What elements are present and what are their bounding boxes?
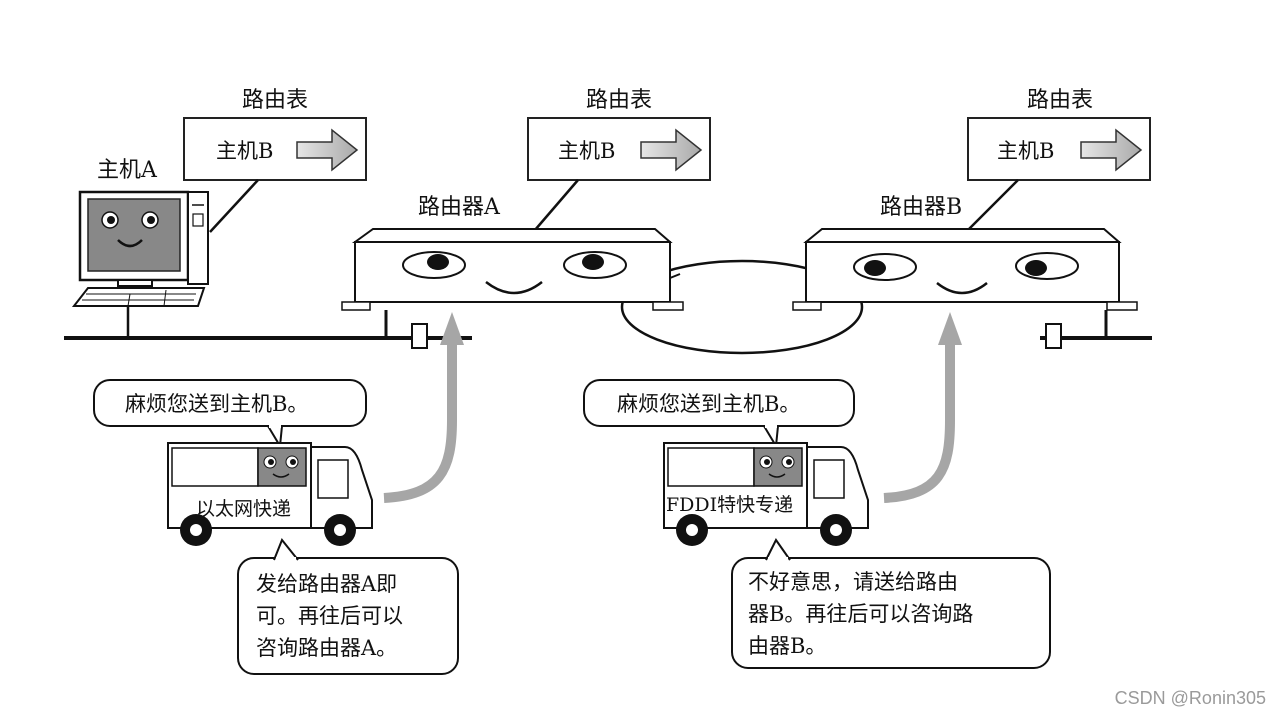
reply-b-line-1: 不好意思，请送给路由 — [748, 570, 958, 594]
arrow-right-icon — [640, 128, 703, 172]
arrow-right-icon — [1080, 128, 1143, 172]
routing-table-title: 路由表 — [1027, 88, 1093, 113]
arrow-right-icon — [296, 128, 359, 172]
reply-a-line-1: 发给路由器A即 — [256, 572, 397, 596]
routing-table-host-a: 路由表 主机B — [183, 88, 367, 233]
reply-b-line-3: 由器B。 — [748, 634, 826, 658]
router-a: 路由器A — [341, 195, 684, 338]
routing-table-router-b: 路由表 主机B — [967, 88, 1151, 231]
routing-table-title: 路由表 — [586, 88, 652, 113]
request-bubble-text: 麻烦您送到主机B。 — [125, 392, 308, 416]
reply-a-line-2: 可。再往后可以 — [256, 604, 403, 628]
router-b: 路由器B — [792, 195, 1138, 338]
ethernet-truck: 麻烦您送到主机B。 以太网快递 发给路由器A即 可。再往后可以 咨询路由器A。 — [93, 379, 459, 675]
watermark: CSDN @Ronin305 — [1115, 688, 1266, 708]
path-arrow-icon — [383, 340, 457, 503]
reply-b-line-2: 器B。再往后可以咨询路 — [748, 602, 973, 626]
path-arrow-icon — [883, 340, 955, 503]
port-connector-a — [411, 323, 428, 349]
routing-table-title: 路由表 — [242, 88, 308, 113]
router-a-label: 路由器A — [418, 195, 501, 220]
truck-ethernet-label: 以太网快递 — [196, 498, 291, 520]
host-a-computer: 主机A — [71, 158, 209, 338]
arrow-up-icon — [938, 312, 962, 345]
arrow-up-icon — [440, 312, 464, 345]
routing-table-entry: 主机B — [997, 139, 1054, 163]
fddi-truck: 麻烦您送到主机B。 FDDI特快专递 不好意思，请送给路由 器B。再往后可以咨询… — [583, 379, 1051, 669]
port-connector-b — [1045, 323, 1062, 349]
reply-a-line-3: 咨询路由器A。 — [256, 636, 397, 660]
router-b-label: 路由器B — [880, 195, 962, 220]
truck-fddi-label: FDDI特快专递 — [666, 494, 793, 516]
request-bubble-text: 麻烦您送到主机B。 — [617, 392, 800, 416]
fddi-ring — [620, 259, 864, 355]
routing-table-entry: 主机B — [216, 139, 273, 163]
host-a-label: 主机A — [97, 158, 158, 183]
routing-table-entry: 主机B — [558, 139, 615, 163]
routing-table-router-a: 路由表 主机B — [527, 88, 711, 231]
